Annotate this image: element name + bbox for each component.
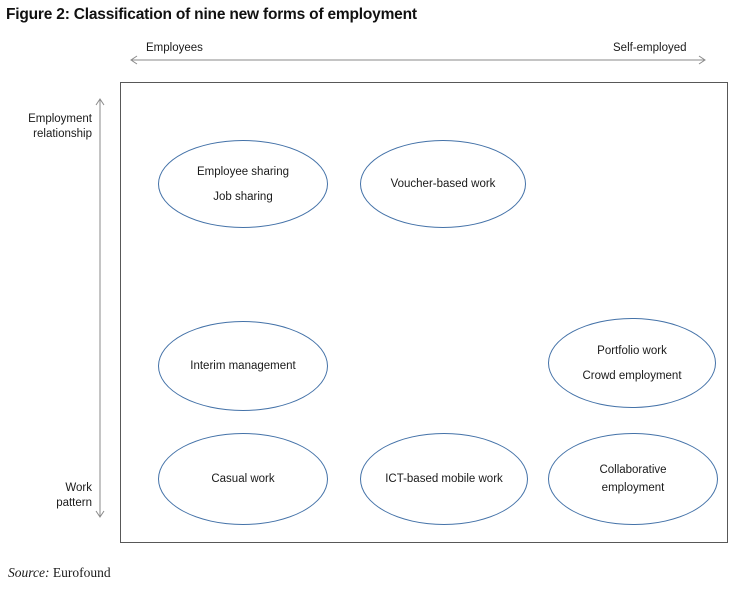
bubble-label: Crowd employment [582,369,682,382]
bubble-label: Voucher-based work [390,178,496,190]
axis-label-line-2: pattern [56,497,92,509]
source-value: Eurofound [52,565,111,580]
bubble-ict-based-mobile-work[interactable]: ICT-based mobile work [360,433,528,525]
figure-title: Figure 2: Classification of nine new for… [6,6,417,23]
bubble-interim-management[interactable]: Interim management [158,321,328,411]
axis-label-line-2: relationship [33,128,92,140]
source-note: Source: Eurofound [8,565,111,581]
bubble-voucher-based-work[interactable]: Voucher-based work [360,140,526,228]
axis-label-self-employed: Self-employed [613,42,687,54]
bubble-label: Interim management [190,360,296,372]
axis-label-work-pattern: Work pattern [6,481,92,511]
source-label: Source: [8,565,50,580]
bubble-label: employment [601,482,665,494]
vertical-double-arrow-icon [95,98,105,518]
bubble-label: Employee sharing [196,165,290,178]
horizontal-double-arrow-icon [130,55,706,65]
bubble-label: ICT-based mobile work [385,473,503,485]
axis-label-line-1: Work [65,482,92,494]
bubble-label: Job sharing [213,190,273,203]
bubble-casual-work[interactable]: Casual work [158,433,328,525]
bubble-collaborative-employment[interactable]: Collaborative employment [548,433,718,525]
axis-label-line-1: Employment [28,113,92,125]
bubble-label: Portfolio work [597,344,667,357]
bubble-label: Collaborative [599,464,667,476]
bubble-label: Casual work [211,473,275,485]
axis-label-employees: Employees [146,42,203,54]
axis-label-employment-relationship: Employment relationship [6,112,92,142]
